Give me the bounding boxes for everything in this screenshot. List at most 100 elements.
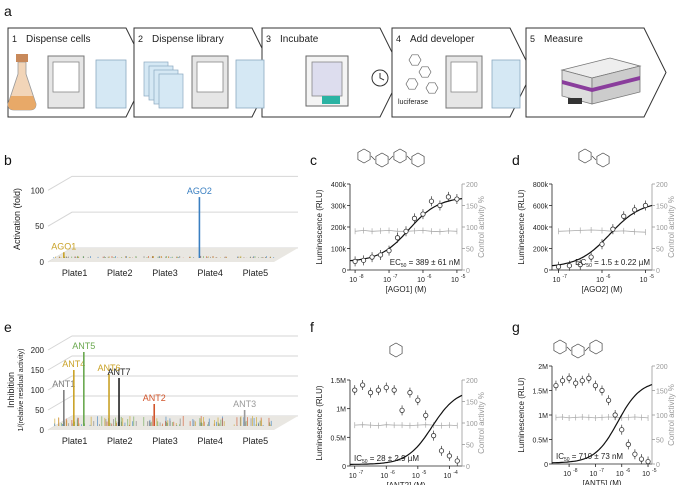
- x-tick-label: 10: [616, 471, 624, 478]
- data-point: [619, 427, 625, 433]
- y2-tick-label: 0: [466, 464, 470, 471]
- molecule-ring: [553, 339, 567, 355]
- y-tick-label: 0: [544, 462, 548, 469]
- x-tick-label: 10: [412, 473, 420, 480]
- data-point: [553, 382, 559, 389]
- y2-tick-label: 0: [466, 268, 470, 275]
- y-tick-label: 300k: [331, 204, 347, 211]
- y2-axis-label: Control activity %: [667, 196, 676, 258]
- data-point: [367, 390, 374, 396]
- library-plate-icon: [158, 73, 184, 109]
- grid-line: [47, 355, 298, 371]
- data-point: [645, 458, 651, 465]
- x-tick-label: 10: [349, 473, 357, 480]
- y2-tick-label: 100: [466, 421, 478, 428]
- y-tick-label: 100k: [331, 247, 347, 254]
- potency-subscript: 50: [401, 263, 407, 269]
- potency-prefix: EC: [575, 258, 586, 267]
- y-axis-label: Luminescence (RLU): [517, 377, 526, 452]
- data-point: [428, 198, 435, 204]
- compound-structure: [389, 342, 403, 358]
- molecule-ring-icon: [418, 66, 432, 78]
- molecule-bond: [388, 155, 394, 161]
- x-tick-label: 10: [642, 471, 650, 478]
- data-point: [438, 448, 445, 454]
- y-tick-label: 400k: [331, 182, 347, 189]
- data-point: [360, 257, 367, 263]
- data-point: [605, 397, 612, 403]
- data-point: [454, 458, 460, 464]
- data-point: [599, 387, 605, 394]
- y2-tick-label: 200: [656, 364, 668, 371]
- panel-label-f: f: [310, 319, 314, 335]
- x-tick-label: 10: [417, 277, 425, 284]
- data-point: [592, 382, 599, 389]
- potency-label: EC50 = 389 ± 61 nM: [390, 258, 461, 269]
- x-tick-exponent: -5: [461, 274, 466, 280]
- data-point: [566, 375, 572, 381]
- y-tick-label: 1.5M: [330, 378, 346, 385]
- data-point: [360, 382, 366, 388]
- x-tick-exponent: -8: [359, 274, 364, 280]
- x-tick-exponent: -5: [652, 468, 657, 474]
- y2-tick-label: 0: [656, 462, 660, 469]
- incubator-door-icon: [311, 61, 343, 97]
- step1-illustrations: [7, 54, 127, 111]
- plate-label: Plate5: [243, 268, 269, 278]
- floor: [48, 248, 298, 262]
- x-tick-label: 10: [383, 277, 391, 284]
- control-line: [354, 424, 458, 427]
- x-axis-label: [ANT5] (M): [582, 479, 621, 485]
- x-tick-exponent: -5: [422, 470, 427, 476]
- y2-tick-label: 200: [466, 378, 478, 385]
- workflow-step-number: 4: [396, 34, 401, 44]
- y-tick-label: 2M: [538, 364, 548, 371]
- step5-illustrations: [560, 57, 642, 105]
- y-axis-label-2: 1/(relative residual activity): [18, 349, 25, 432]
- data-point: [437, 202, 443, 209]
- plate-label: Plate2: [107, 436, 133, 446]
- fit-curve: [350, 394, 463, 465]
- y-tick-label: 400k: [533, 225, 549, 232]
- floor: [48, 416, 298, 430]
- y-tick-label: 200k: [533, 247, 549, 254]
- y2-tick-label: 0: [656, 268, 660, 275]
- data-point: [377, 252, 384, 258]
- y2-axis-label: Control activity %: [477, 196, 486, 258]
- potency-label: IC50 = 710 ± 73 nM: [556, 452, 623, 463]
- data-point: [588, 254, 594, 260]
- x-tick-exponent: -7: [599, 468, 604, 474]
- compound-structure: [553, 339, 603, 359]
- y-tick-label: 1.5M: [532, 389, 548, 396]
- hit-label: ANT3: [233, 399, 256, 409]
- x-tick-label: 10: [590, 471, 598, 478]
- data-point: [632, 207, 638, 213]
- y2-tick-label: 50: [656, 247, 664, 254]
- y2-tick-label: 150: [656, 204, 668, 211]
- workflow-step-label: Dispense library: [152, 34, 224, 45]
- flask-liquid-icon: [8, 96, 36, 110]
- data-point: [383, 384, 389, 391]
- plate-label: Plate4: [197, 268, 223, 278]
- panel-label-d: d: [512, 152, 520, 168]
- workflow-step-number: 5: [530, 34, 535, 44]
- reader-tray-icon: [568, 98, 582, 104]
- hit-label: ANT5: [72, 341, 95, 351]
- fit-curve: [551, 384, 653, 464]
- step4-illustrations: luciferase: [398, 54, 521, 109]
- data-point: [415, 397, 421, 403]
- x-tick-exponent: -7: [393, 274, 398, 280]
- data-point: [423, 412, 429, 419]
- molecule-ring-icon: [405, 78, 419, 90]
- x-tick-exponent: -6: [606, 274, 611, 280]
- y-tick-label: 0: [40, 258, 45, 267]
- potency-subscript: 50: [564, 457, 570, 463]
- y2-tick-label: 150: [466, 204, 478, 211]
- data-point: [403, 228, 409, 234]
- workflow-step-label: Incubate: [280, 34, 319, 45]
- incubator-tray-icon: [322, 96, 340, 104]
